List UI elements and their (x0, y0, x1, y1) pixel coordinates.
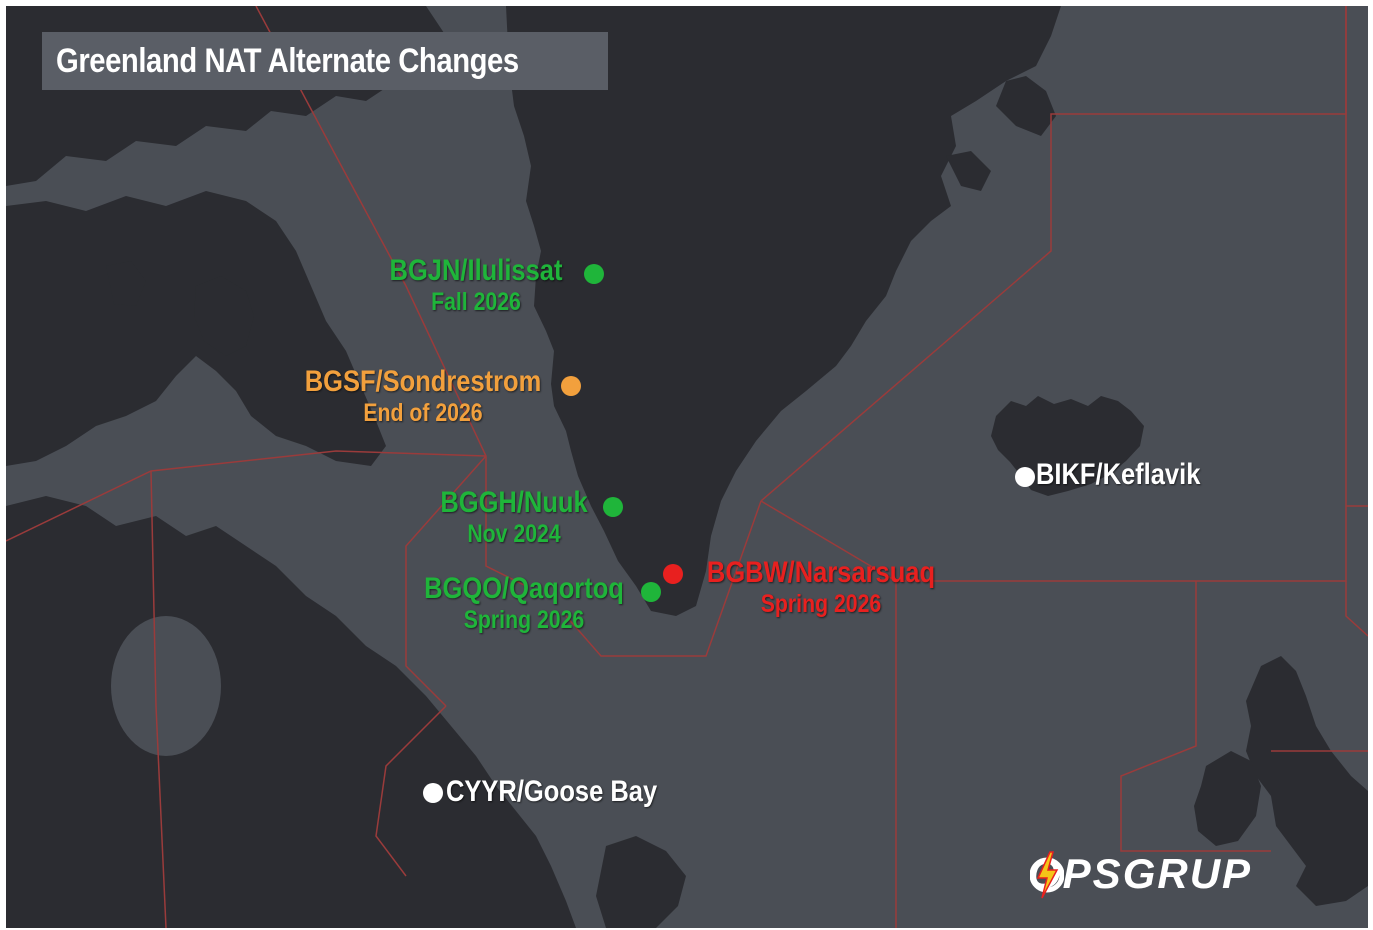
landmass-newfoundland (596, 836, 686, 928)
map: Greenland NAT Alternate Changes BGJN/Ilu… (6, 6, 1368, 928)
airport-date: Nov 2024 (467, 520, 561, 548)
airport-label-bikf: BIKF/Keflavik (1036, 458, 1246, 492)
inland-water-body (111, 616, 221, 756)
airport-date: Spring 2026 (760, 590, 882, 618)
landmass-greenland-coast (946, 76, 1056, 191)
airport-marker-bgjn (584, 264, 604, 284)
airport-label-bgqo: BGQO/Qaqortoq Spring 2026 (406, 572, 642, 635)
airport-code: BGJN/Ilulissat (389, 254, 563, 287)
map-title: Greenland NAT Alternate Changes (56, 41, 519, 80)
airport-code: BGSF/Sondrestrom (304, 365, 542, 398)
airport-marker-bgbw (663, 564, 683, 584)
landmass-labrador (6, 496, 576, 928)
airport-marker-bgqo (641, 582, 661, 602)
title-box: Greenland NAT Alternate Changes (42, 32, 609, 90)
landmass-baffin-island (6, 191, 386, 466)
fir-boundaries (6, 6, 1368, 928)
airport-label-cyyr: CYYR/Goose Bay (446, 775, 706, 809)
airport-marker-cyyr (423, 783, 443, 803)
landmass-great-britain (1246, 656, 1368, 906)
airport-date: Fall 2026 (431, 288, 521, 316)
logo-text-right: UP (1189, 850, 1253, 897)
airport-marker-bgsf (561, 376, 581, 396)
airport-date: Spring 2026 (463, 606, 585, 634)
airport-label-bgsf: BGSF/Sondrestrom End of 2026 (278, 365, 568, 428)
airport-code: BIKF/Keflavik (1036, 458, 1201, 491)
landmass-islands-west (106, 261, 254, 356)
lightning-bolt-icon (1030, 851, 1064, 899)
airport-date: End of 2026 (363, 399, 483, 427)
airport-code: BGQO/Qaqortoq (424, 572, 624, 605)
airport-code: BGBW/Narsarsuaq (706, 556, 936, 589)
map-graphics (6, 6, 1368, 928)
landmass-greenland (506, 6, 1061, 616)
airport-code: BGGH/Nuuk (440, 486, 588, 519)
airport-marker-bikf (1015, 467, 1035, 487)
airport-code: CYYR/Goose Bay (446, 775, 658, 808)
opsgroup-logo: OPSGR UP (1028, 850, 1253, 899)
airport-label-bgbw: BGBW/Narsarsuaq Spring 2026 (686, 556, 956, 619)
airport-label-bgjn: BGJN/Ilulissat Fall 2026 (366, 254, 586, 317)
airport-label-bggh: BGGH/Nuuk Nov 2024 (426, 486, 602, 549)
landmass-ireland (1194, 751, 1261, 846)
airport-marker-bggh (603, 497, 623, 517)
